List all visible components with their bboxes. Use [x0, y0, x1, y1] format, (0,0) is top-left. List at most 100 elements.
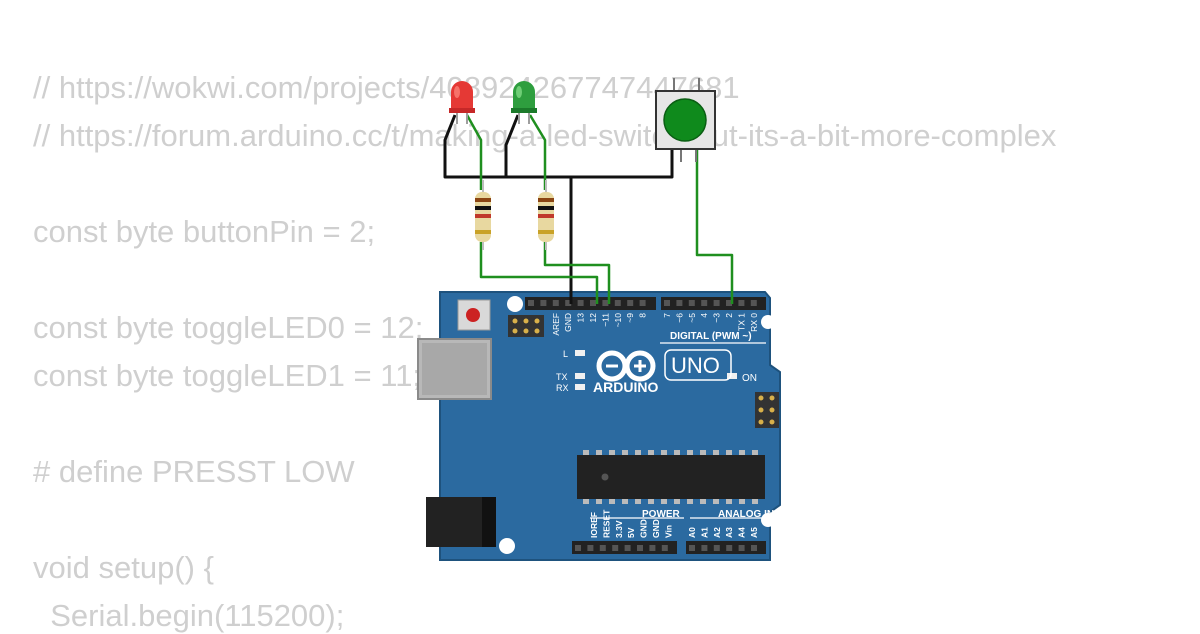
reset-button-cap[interactable]	[466, 308, 480, 322]
header-hole	[552, 300, 559, 306]
led-on	[727, 373, 737, 379]
code-line-6: # define PRESST LOW	[33, 454, 355, 489]
code-line-8: Serial.begin(115200);	[33, 598, 345, 633]
chip-pin	[609, 499, 615, 504]
header-hole	[688, 300, 695, 306]
power-label: POWER	[642, 509, 681, 520]
chip-pin	[726, 450, 732, 455]
digital-header-holes	[528, 300, 757, 306]
mounting-hole	[507, 296, 523, 312]
code-line-1: // https://wokwi.com/projects/4089242677…	[33, 70, 740, 105]
power-pin-label: GND	[639, 519, 649, 538]
brand-label: ARDUINO	[593, 379, 658, 395]
digital-pin-label: 8	[638, 313, 648, 318]
mounting-hole	[761, 315, 775, 329]
code-line-7: void setup() {	[33, 550, 214, 585]
digital-pin-label: ~10	[613, 313, 623, 328]
header-hole	[676, 300, 683, 306]
analog-pin-label: A0	[687, 527, 697, 538]
pin11-wire	[543, 242, 611, 304]
analog-pin-label: A1	[699, 527, 709, 538]
header-hole	[612, 545, 619, 551]
header-hole	[577, 300, 584, 306]
digital-pin-label: RX 0	[749, 313, 759, 332]
digital-pin-label: 7	[662, 313, 672, 318]
digital-pin-label: 13	[576, 313, 586, 323]
analog-pin-label: A5	[749, 527, 759, 538]
chip-pin	[583, 499, 589, 504]
led-rx-label: RX	[556, 383, 569, 393]
chip-pin	[700, 450, 706, 455]
chip-pin	[674, 450, 680, 455]
chip-pin	[752, 450, 758, 455]
led-tx	[575, 373, 585, 379]
chip-pin	[687, 499, 693, 504]
header-hole	[664, 300, 670, 306]
header-hole	[738, 545, 745, 551]
digital-pin-label: 4	[699, 313, 709, 318]
header-hole	[528, 300, 534, 306]
header-hole	[713, 300, 720, 306]
header-hole	[602, 300, 609, 306]
code-line-2: // https://forum.arduino.cc/t/making-a-l…	[33, 118, 1057, 153]
red-led-anode-wire	[465, 114, 483, 190]
arduino-logo-icon	[596, 350, 656, 382]
digital-pin-label: ~5	[687, 313, 697, 323]
pin2-wire	[695, 148, 734, 304]
chip-pin	[648, 499, 654, 504]
header-hole	[599, 545, 606, 551]
chip-pin	[713, 499, 719, 504]
led-tx-label: TX	[556, 372, 568, 382]
chip-pin	[739, 450, 745, 455]
header-hole	[713, 545, 720, 551]
model-label: UNO	[671, 353, 720, 378]
resistor-1[interactable]	[475, 180, 491, 250]
digital-pin-label: ~3	[712, 313, 722, 323]
header-hole	[587, 545, 594, 551]
analog-pin-label: A4	[737, 527, 747, 538]
icsp-header-2	[755, 392, 779, 428]
digital-pin-label: TX 1	[736, 313, 746, 331]
chip-pin	[687, 450, 693, 455]
pushbutton-cap[interactable]	[663, 98, 707, 142]
code-line-4: const byte toggleLED0 = 12;	[33, 310, 424, 345]
chip-pin	[661, 499, 667, 504]
led-red[interactable]	[449, 81, 475, 124]
chip-pin	[648, 450, 654, 455]
usb-connector-inner	[422, 343, 487, 395]
led-green[interactable]	[511, 81, 537, 124]
chip-pin	[635, 450, 641, 455]
header-hole	[590, 300, 596, 306]
power-pin-label: Vin	[663, 525, 673, 538]
header-hole	[726, 545, 733, 551]
digital-pin-label: ~6	[674, 313, 684, 323]
led-l	[575, 350, 585, 356]
code-line-5: const byte toggleLED1 = 11;	[33, 358, 422, 393]
chip-pin	[739, 499, 745, 504]
resistor-2[interactable]	[538, 180, 554, 250]
led-rx	[575, 384, 585, 390]
chip-pin	[726, 499, 732, 504]
header-hole	[639, 300, 646, 306]
led-l-label: L	[563, 349, 568, 359]
header-hole	[726, 300, 732, 306]
digital-pin-label: GND	[563, 313, 573, 332]
power-jack-body	[426, 497, 482, 547]
power-pin-label: GND	[651, 519, 661, 538]
green-led-anode-wire	[528, 114, 547, 190]
header-hole	[661, 545, 668, 551]
header-hole	[565, 300, 572, 306]
pushbutton[interactable]	[655, 78, 716, 162]
code-line-3: const byte buttonPin = 2;	[33, 214, 376, 249]
chip-pin	[622, 499, 628, 504]
digital-pin-label: AREF	[551, 313, 561, 336]
header-hole	[575, 545, 581, 551]
power-pin-label: RESET	[601, 509, 611, 538]
header-hole	[701, 300, 708, 306]
chip-pin	[661, 450, 667, 455]
header-hole	[627, 300, 634, 306]
